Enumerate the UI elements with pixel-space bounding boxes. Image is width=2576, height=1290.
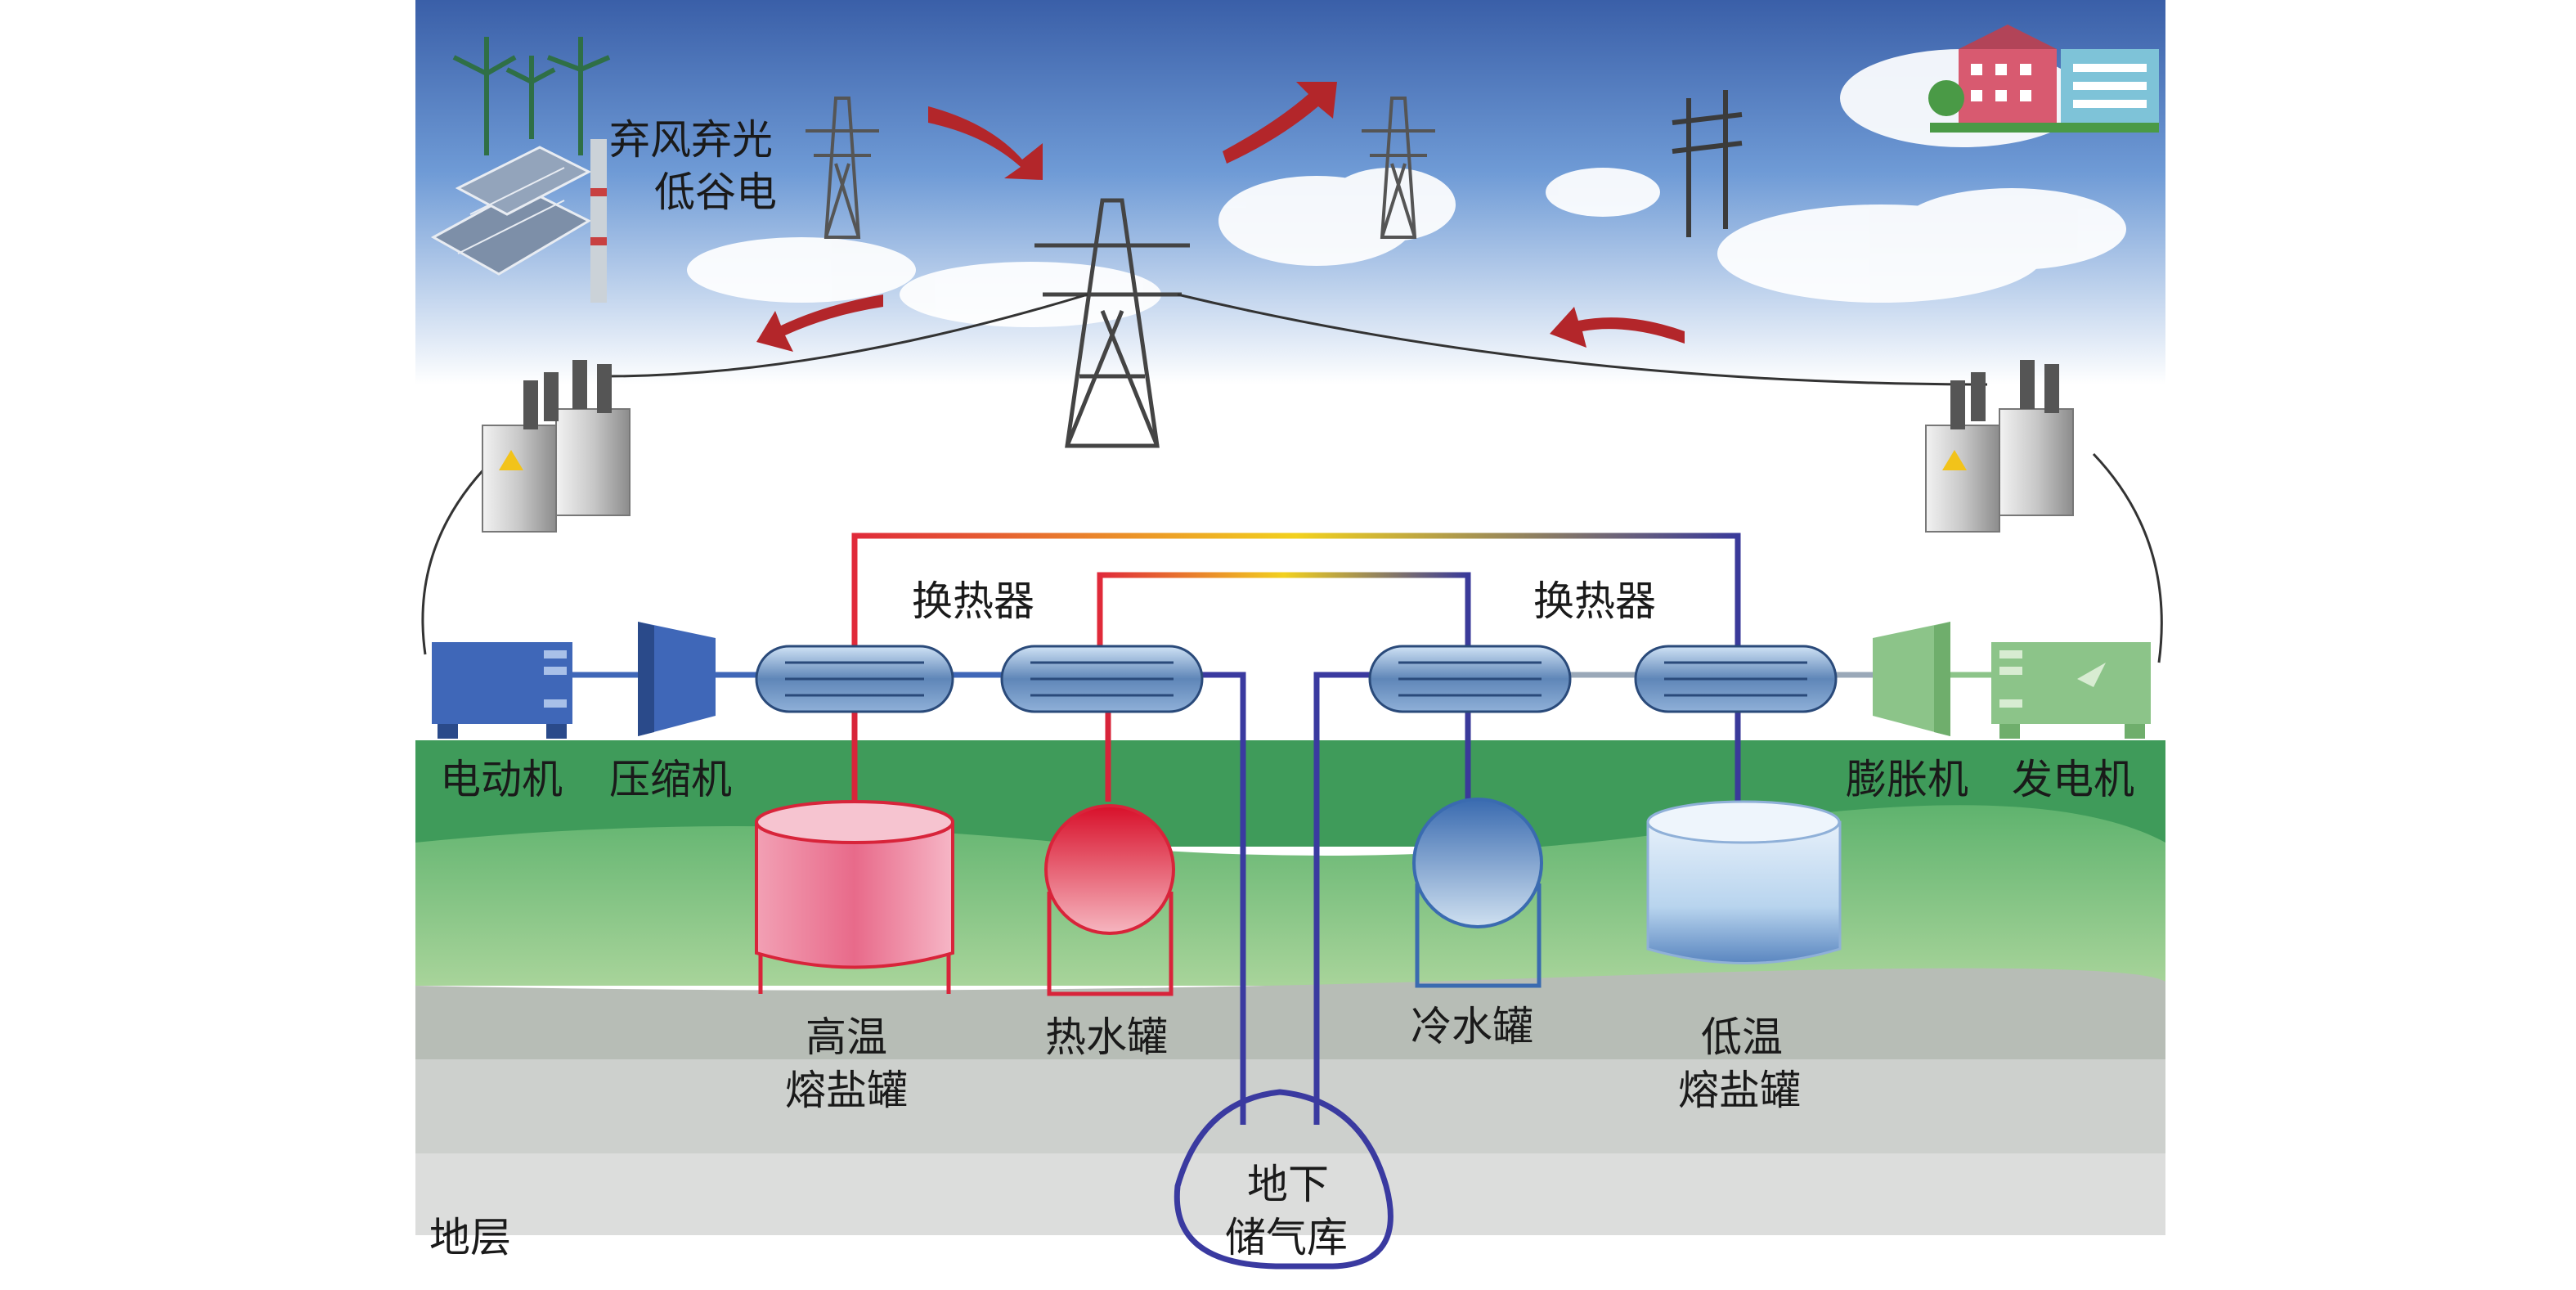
strata-layer-2	[415, 1059, 2165, 1153]
expander-label: 膨胀机	[1846, 756, 1968, 803]
power-lines	[421, 293, 2163, 663]
strata-layer-1	[415, 968, 2165, 1059]
cold-salt-tank-icon	[1646, 800, 1842, 964]
transformer-left-icon	[482, 360, 631, 533]
arrow-icon	[756, 294, 883, 352]
hot-salt-tank-icon	[755, 800, 954, 994]
motor-icon	[432, 642, 572, 739]
chimney-icon	[590, 139, 607, 303]
salt-loop-pipe	[851, 533, 1741, 646]
cold-water-tank-label: 冷水罐	[1411, 1003, 1533, 1050]
generator-icon	[1991, 642, 2151, 739]
cold-water-tank-icon	[1412, 798, 1543, 988]
pylon-middle-icon	[1362, 97, 1435, 239]
heat-exchanger-icon	[1000, 645, 1204, 713]
hot-salt-tank-label-line2: 熔盐罐	[785, 1067, 908, 1114]
cold-salt-tank-label-line2: 熔盐罐	[1678, 1067, 1801, 1114]
water-loop-pipe	[1097, 572, 1471, 646]
heat-exchanger-right-label: 换热器	[1533, 578, 1656, 625]
main-pylon-icon	[1034, 198, 1190, 448]
wind-turbine-icon	[452, 37, 611, 155]
compressor-icon	[638, 622, 716, 736]
air-pipe-charge	[1202, 672, 1246, 1125]
power-flow-arrows	[756, 82, 1685, 352]
city-buildings-icon	[1928, 25, 2159, 133]
generator-label: 发电机	[2012, 756, 2134, 803]
cold-salt-tank-label-line1: 低温	[1701, 1014, 1783, 1061]
underground-cavern-icon	[1174, 1089, 1393, 1270]
compressor-label: 压缩机	[609, 756, 732, 803]
heat-exchanger-icon	[755, 645, 954, 713]
strata-layer-3	[415, 1153, 2165, 1235]
hot-salt-tank-label-line1: 高温	[806, 1014, 887, 1061]
sky-note-line1: 弃风弃光	[609, 116, 773, 164]
motor-label: 电动机	[440, 756, 563, 803]
arrow-icon	[1550, 307, 1685, 348]
sky-note-line2: 低谷电	[654, 169, 777, 216]
pipes	[572, 533, 1991, 1125]
cavern-label-line2: 储气库	[1225, 1214, 1348, 1261]
air-pipe-discharge	[1313, 672, 1370, 1125]
heat-exchanger-icon	[1634, 645, 1838, 713]
cavern-label-line1: 地下	[1247, 1161, 1329, 1208]
arrow-icon	[1223, 82, 1337, 164]
utility-pole-icon	[1672, 90, 1743, 237]
expander-icon	[1873, 622, 1950, 736]
arrow-icon	[928, 106, 1043, 180]
hot-water-tank-label: 热水罐	[1045, 1014, 1168, 1061]
heat-exchanger-left-label: 换热器	[912, 578, 1034, 625]
strata-label: 地层	[429, 1214, 511, 1261]
transformer-right-icon	[1925, 360, 2074, 533]
solar-panel-icon	[430, 146, 592, 276]
heat-exchanger-icon	[1368, 645, 1572, 713]
hot-water-tank-icon	[1044, 804, 1175, 996]
pylon-left-icon	[806, 97, 879, 239]
